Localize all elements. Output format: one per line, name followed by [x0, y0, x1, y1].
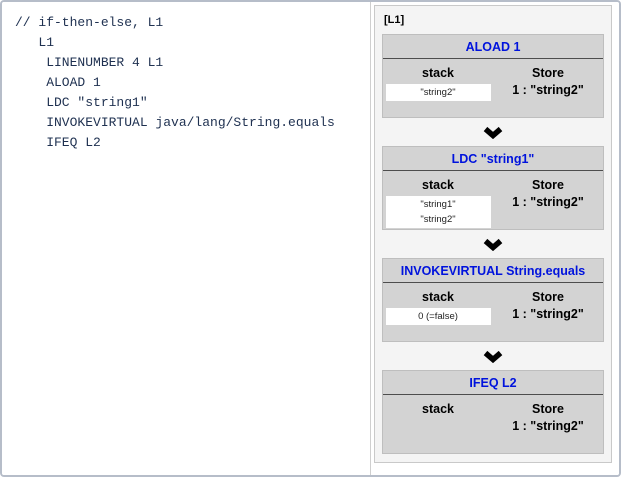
chevron-down-icon: [482, 238, 504, 251]
label-block-title: [L1]: [384, 14, 405, 26]
store-entries: 1 : "string2": [493, 194, 603, 210]
stack-values-box: 0 (=false): [385, 308, 491, 325]
stack-heading: stack: [422, 178, 454, 192]
store-entry: 1 : "string2": [512, 83, 584, 97]
frame-block-body: stack "string2" Store 1 : "string2": [383, 59, 603, 117]
store-heading: Store: [532, 66, 564, 80]
stack-item: "string2": [420, 214, 456, 225]
stack-item: "string1": [420, 199, 456, 210]
instruction-title: ALOAD 1: [383, 35, 603, 59]
store-entries: 1 : "string2": [493, 82, 603, 98]
stack-values-box: "string2": [385, 84, 491, 101]
stack-item: "string2": [420, 87, 456, 98]
stack-column: stack "string1" "string2": [383, 177, 493, 229]
frame-block: ALOAD 1 stack "string2" Store 1 : "strin…: [382, 34, 604, 118]
frame-block: IFEQ L2 stack Store 1 : "string2": [382, 370, 604, 454]
store-column: Store 1 : "string2": [493, 289, 603, 341]
stack-item: 0 (=false): [418, 311, 458, 322]
stack-heading: stack: [422, 290, 454, 304]
store-entry: 1 : "string2": [512, 195, 584, 209]
store-column: Store 1 : "string2": [493, 401, 603, 453]
store-column: Store 1 : "string2": [493, 65, 603, 117]
frame-block: INVOKEVIRTUAL String.equals stack 0 (=fa…: [382, 258, 604, 342]
stack-column: stack "string2": [383, 65, 493, 117]
frame-block-body: stack Store 1 : "string2": [383, 395, 603, 453]
stack-values-box: "string1" "string2": [385, 196, 491, 228]
store-heading: Store: [532, 402, 564, 416]
frame-block: LDC "string1" stack "string1" "string2" S…: [382, 146, 604, 230]
frames-panel-wrap: [L1] ALOAD 1 stack "string2" Store 1 : "…: [371, 2, 619, 475]
stack-heading: stack: [422, 66, 454, 80]
flow-arrow-row: [382, 118, 604, 146]
store-heading: Store: [532, 178, 564, 192]
stack-heading: stack: [422, 402, 454, 416]
instruction-title: INVOKEVIRTUAL String.equals: [383, 259, 603, 283]
bytecode-source-panel: // if-then-else, L1 L1 LINENUMBER 4 L1 A…: [2, 2, 371, 475]
chevron-down-icon: [482, 350, 504, 363]
store-heading: Store: [532, 290, 564, 304]
frames-panel: [L1] ALOAD 1 stack "string2" Store 1 : "…: [374, 5, 612, 463]
store-entry: 1 : "string2": [512, 307, 584, 321]
frames-list: ALOAD 1 stack "string2" Store 1 : "strin…: [382, 34, 604, 454]
bytecode-listing: // if-then-else, L1 L1 LINENUMBER 4 L1 A…: [15, 15, 335, 150]
store-entry: 1 : "string2": [512, 419, 584, 433]
stack-column: stack: [383, 401, 493, 453]
flow-arrow-row: [382, 342, 604, 370]
flow-arrow-row: [382, 230, 604, 258]
store-column: Store 1 : "string2": [493, 177, 603, 229]
chevron-down-icon: [482, 126, 504, 139]
instruction-title: IFEQ L2: [383, 371, 603, 395]
store-entries: 1 : "string2": [493, 418, 603, 434]
frame-block-body: stack 0 (=false) Store 1 : "string2": [383, 283, 603, 341]
store-entries: 1 : "string2": [493, 306, 603, 322]
stack-column: stack 0 (=false): [383, 289, 493, 341]
frame-block-body: stack "string1" "string2" Store 1 : "stri…: [383, 171, 603, 229]
instruction-title: LDC "string1": [383, 147, 603, 171]
